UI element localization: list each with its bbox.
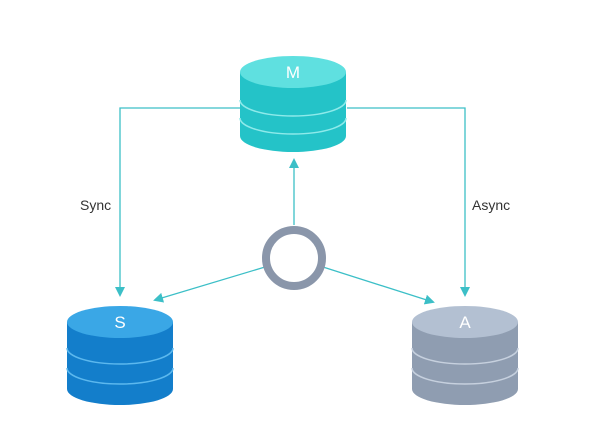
- async-replica-label: A: [459, 313, 471, 332]
- sync-edge: [115, 107, 240, 297]
- master-band-1: [239, 99, 347, 117]
- async-replica-band-1: [411, 347, 519, 365]
- master-band-2: [239, 117, 347, 135]
- sync-replica-label: S: [114, 313, 125, 332]
- async-label: Async: [472, 197, 510, 213]
- sync-replica-database: S: [66, 306, 174, 405]
- proxy-to-sync-edge: [153, 266, 266, 303]
- connectors: [115, 107, 470, 305]
- sync-label: Sync: [80, 197, 111, 213]
- master-database: M: [239, 56, 347, 152]
- sync-replica-band-2: [66, 367, 174, 385]
- sync-replica-top: [67, 306, 173, 338]
- master-label: M: [286, 63, 300, 82]
- async-edge: [347, 107, 470, 297]
- async-replica-band-2: [411, 367, 519, 385]
- proxy-ring-icon: [262, 226, 326, 290]
- async-replica-top: [412, 306, 518, 338]
- async-replica-database: A: [411, 306, 519, 405]
- sync-replica-band-1: [66, 347, 174, 365]
- master-top: [240, 56, 346, 88]
- proxy-to-async-edge: [322, 266, 435, 305]
